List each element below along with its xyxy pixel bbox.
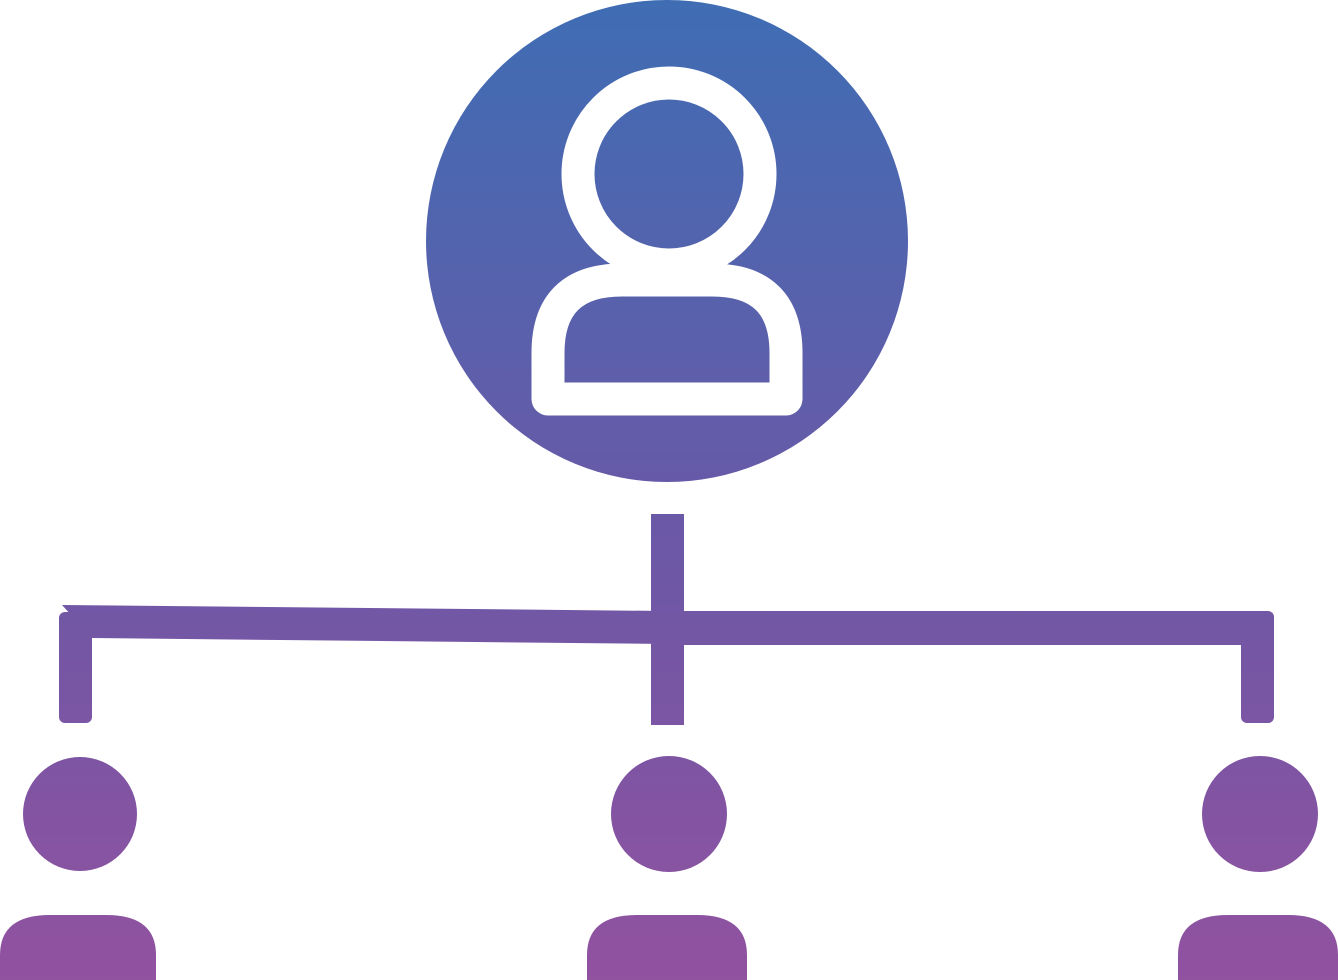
person-icon-head	[611, 756, 727, 872]
connector-bar-right	[667, 611, 1274, 645]
connector-lines	[59, 514, 1274, 725]
connector-drop-right	[1241, 612, 1274, 723]
user-outline-icon	[531, 66, 803, 416]
child-node-left	[0, 757, 156, 980]
person-icon-head	[23, 757, 137, 871]
child-node-center	[587, 756, 747, 980]
child-node-right	[1178, 756, 1338, 980]
person-icon-head	[1202, 756, 1318, 872]
user-outline-body	[531, 263, 803, 416]
root-node	[426, 0, 908, 482]
connector-bar-left	[62, 605, 667, 644]
person-icon-body	[587, 915, 747, 980]
connector-drop-left	[59, 612, 92, 723]
person-icon-body	[1178, 915, 1338, 980]
person-icon-body	[0, 915, 156, 980]
